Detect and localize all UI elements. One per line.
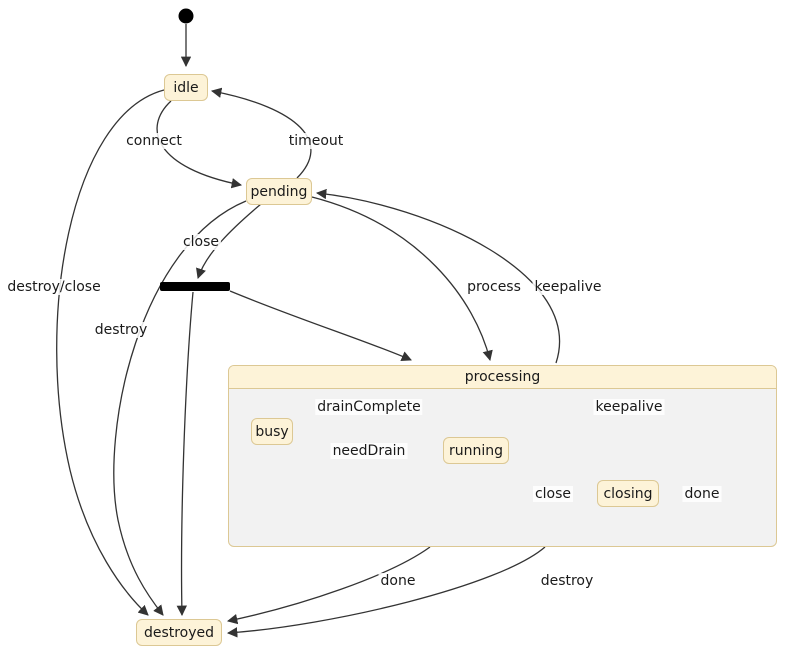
state-pending: pending [246,178,312,205]
edge-label-close-inner: close [532,486,574,502]
edge-label-close: close [180,234,222,250]
edge-destroy-bottom [226,546,546,638]
edge-label-destroy-left: destroy [92,322,150,338]
state-destroyed: destroyed [136,619,222,646]
edge-label-process: process [465,279,523,295]
edge-fork-destroyed [176,291,194,617]
state-idle: idle [164,74,208,101]
edge-label-done-inner: done [682,486,722,502]
edge-destroy-close [56,89,165,616]
edge-label-drain-complete: drainComplete [315,399,423,415]
edge-label-connect: connect [124,133,184,149]
state-busy: busy [251,418,293,445]
edge-label-keepalive-inner: keepalive [593,399,665,415]
edge-destroy-left [113,200,247,616]
edge-label-timeout: timeout [286,133,346,149]
edge-timeout [210,87,312,179]
state-running: running [443,437,509,464]
state-processing-title: processing [229,366,776,389]
edge-label-need-drain: needDrain [330,443,408,459]
edge-keepalive-outer [315,188,561,364]
edge-process [311,196,493,362]
initial-state-dot [178,8,194,24]
edge-label-destroy-close: destroy/close [5,279,103,295]
edge-fork-processing [229,290,412,362]
edge-done-bottom [226,546,431,625]
edge-label-destroy-bottom: destroy [538,573,596,589]
edge-label-done-bottom: done [378,573,418,589]
edge-label-keepalive-outer: keepalive [532,279,604,295]
state-closing: closing [597,480,659,507]
fork-join-bar [160,282,230,291]
